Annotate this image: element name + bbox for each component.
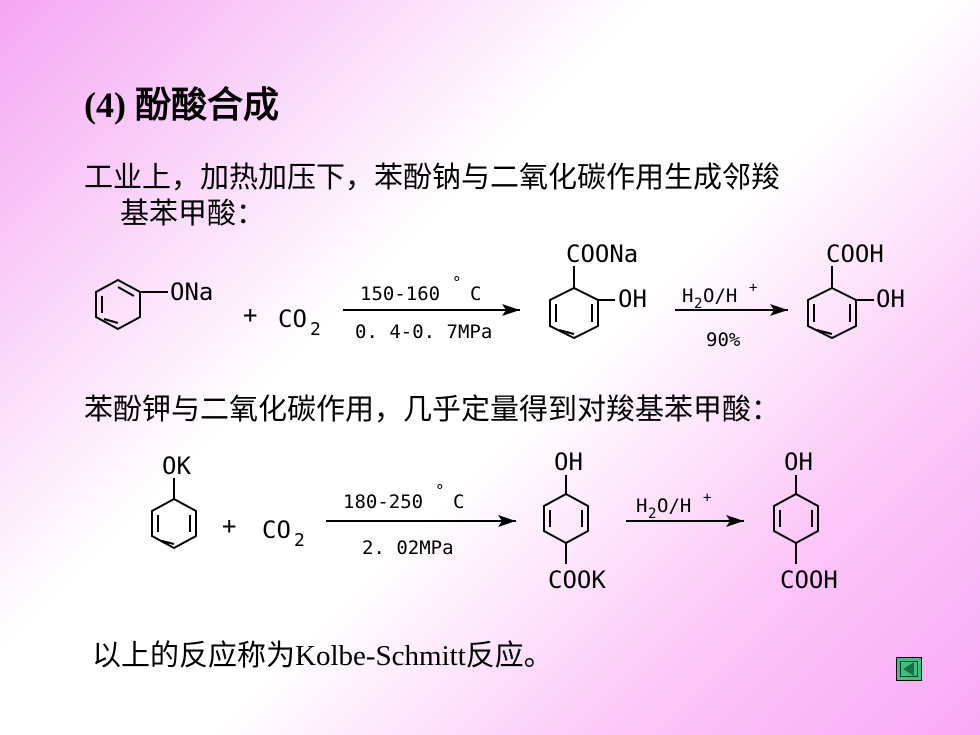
reactant2-group: OK xyxy=(162,452,191,480)
reagent2-sub: 2 xyxy=(648,506,656,522)
paragraph-intro-line2: 基苯甲酸： xyxy=(120,198,266,230)
co2-subscript-1: 2 xyxy=(310,319,321,340)
benzene-ring-product3 xyxy=(543,475,589,564)
product4-carboxyl: COOH xyxy=(780,566,838,594)
plus-sign-2: + xyxy=(222,512,236,540)
condition1-temperature: 150-160 xyxy=(360,283,440,305)
condition1-pressure: 0. 4-0. 7MPa xyxy=(355,321,492,343)
triangle-left-icon xyxy=(903,662,914,676)
benzene-ring-product1 xyxy=(549,266,615,340)
co2-subscript-2: 2 xyxy=(294,530,305,551)
slide-title: (4) 酚酸合成 xyxy=(84,85,279,125)
product2-carboxyl: COOH xyxy=(826,240,884,268)
product2-hydroxyl: OH xyxy=(876,285,905,313)
condition1-degree: ° xyxy=(452,273,462,292)
benzene-ring-reactant1 xyxy=(95,278,168,331)
condition2-pressure: 2. 02MPa xyxy=(362,537,454,559)
reagent1-sup: + xyxy=(749,280,757,296)
co2-label-2: CO xyxy=(262,516,291,544)
reactant1-group: ONa xyxy=(170,278,213,306)
previous-slide-button[interactable] xyxy=(896,657,922,681)
paragraph-intro-line1: 工业上，加热加压下，苯酚钠与二氧化碳作用生成邻羧 xyxy=(84,162,781,194)
plus-sign-1: + xyxy=(243,301,257,329)
co2-label-1: CO xyxy=(278,305,307,333)
product3-carboxylate: COOK xyxy=(548,566,606,594)
button-frame xyxy=(900,661,918,677)
product1-hydroxyl: OH xyxy=(618,285,647,313)
product1-carboxylate: COONa xyxy=(566,240,638,268)
reagent1-rest: O/H xyxy=(703,285,737,307)
condition1-unit: C xyxy=(470,283,481,305)
benzene-ring-reactant2 xyxy=(151,478,197,550)
condition2-temperature: 180-250 xyxy=(343,491,423,513)
reagent2-h: H xyxy=(636,495,647,517)
yield-label: 90% xyxy=(706,329,741,351)
product3-hydroxyl: OH xyxy=(554,448,583,476)
reagent1-h: H xyxy=(682,285,693,307)
condition2-unit: C xyxy=(453,491,464,513)
paragraph-phenoxide-k: 苯酚钾与二氧化碳作用，几乎定量得到对羧基苯甲酸： xyxy=(84,394,781,426)
reagent2-rest: O/H xyxy=(657,495,691,517)
reagent2-sup: + xyxy=(703,490,711,506)
condition2-degree: ° xyxy=(435,481,445,500)
paragraph-conclusion: 以上的反应称为Kolbe-Schmitt反应。 xyxy=(92,640,553,672)
benzene-ring-product2 xyxy=(807,266,874,340)
benzene-ring-product4 xyxy=(773,475,819,564)
reagent1-sub: 2 xyxy=(694,296,702,312)
paragraph-intro: 工业上，加热加压下，苯酚钠与二氧化碳作用生成邻羧 基苯甲酸： xyxy=(84,160,780,232)
product4-hydroxyl: OH xyxy=(784,448,813,476)
